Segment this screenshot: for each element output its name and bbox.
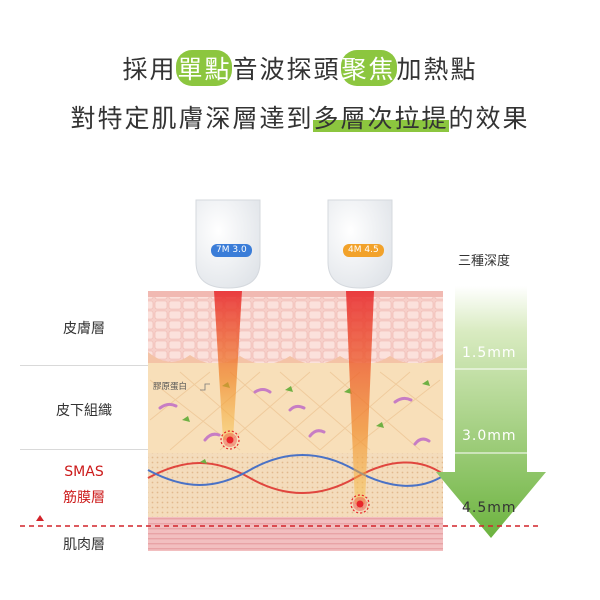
- headline-highlight: 聚焦: [340, 50, 397, 86]
- headline-text: 加熱點: [396, 55, 478, 84]
- headline-highlight: 多層次拉提: [313, 99, 449, 135]
- headline-line-1: 採用單點音波探頭聚焦加熱點: [0, 50, 600, 86]
- probe-right-tag: 4M 4.5: [343, 244, 384, 257]
- ultrasound-beam-left: [214, 291, 242, 440]
- ultrasound-beam-right: [346, 291, 374, 504]
- depth-title: 三種深度: [458, 254, 511, 269]
- layer-divider: [20, 449, 148, 450]
- depth-value-3: 4.5mm: [462, 500, 517, 516]
- headline-text: 音波探頭: [232, 55, 341, 84]
- layer-divider: [20, 365, 148, 366]
- depth-value-2: 3.0mm: [462, 428, 517, 444]
- headline-text: 採用: [122, 55, 177, 84]
- layer-label-subcutaneous: 皮下組織: [56, 403, 112, 419]
- focal-point-left: [226, 436, 234, 444]
- layer-label-skin: 皮膚層: [63, 321, 105, 337]
- depth-value-1: 1.5mm: [462, 345, 517, 361]
- probe-left-tag: 7M 3.0: [211, 244, 252, 257]
- muscle-layer: [148, 517, 443, 551]
- layer-label-fascia: 筋膜層: [63, 490, 105, 506]
- headline-line-2: 對特定肌膚深層達到多層次拉提的效果: [0, 99, 600, 135]
- layer-label-muscle: 肌肉層: [63, 537, 105, 553]
- boundary-marker-icon: [36, 515, 44, 521]
- headline-text: 對特定肌膚深層達到: [70, 104, 314, 133]
- headline-text: 的效果: [448, 104, 530, 133]
- depth-arrow: [436, 286, 546, 538]
- collagen-label: 膠原蛋白: [153, 382, 188, 392]
- epidermis-layer: [148, 291, 443, 363]
- headline-highlight: 單點: [176, 50, 233, 86]
- layer-label-smas: SMAS: [64, 464, 104, 480]
- focal-point-right: [356, 500, 364, 508]
